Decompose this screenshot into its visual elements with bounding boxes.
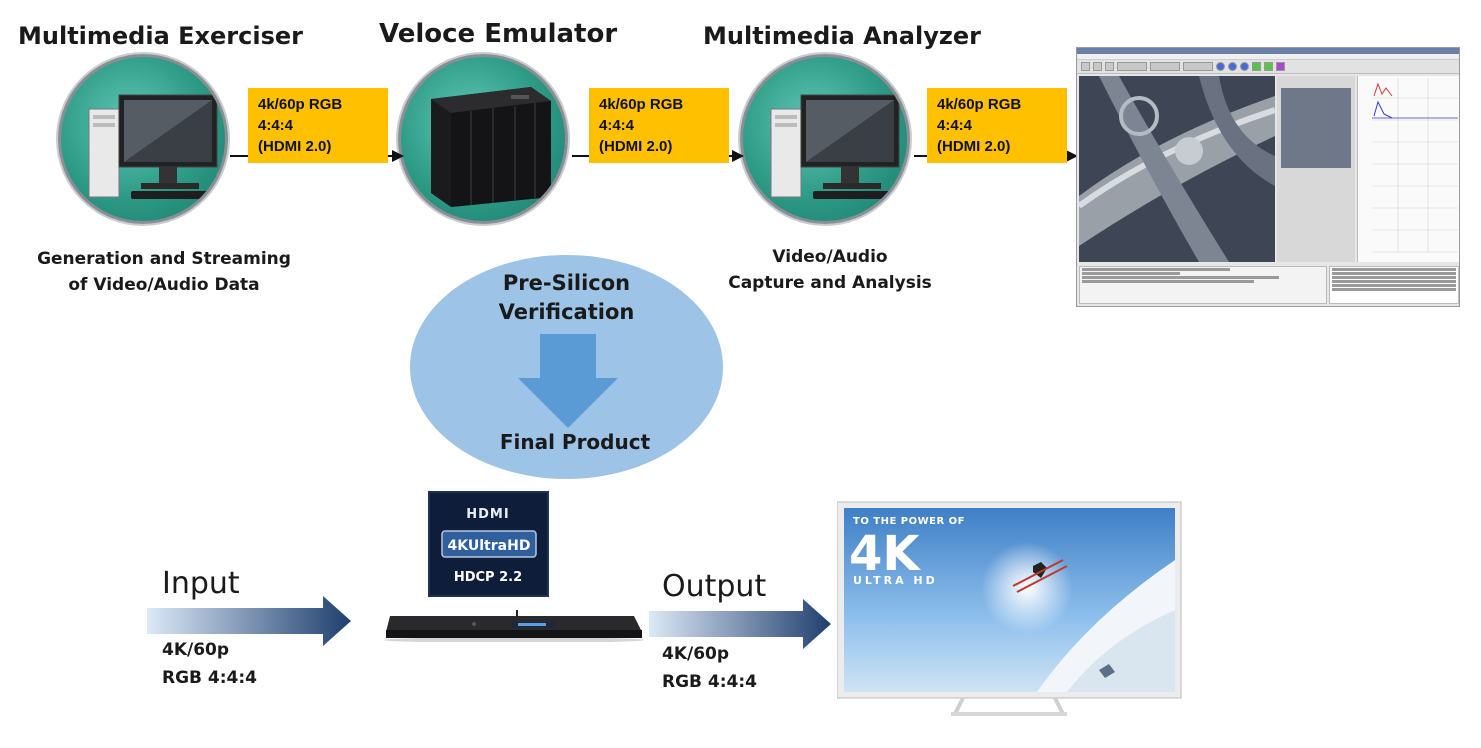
input-spec-color: RGB 4:4:4 [162,668,258,688]
input-spec: 4K/60p RGB 4:4:4 [162,636,257,692]
toolbar-button [1264,62,1273,71]
exerciser-caption-line1: Generation and Streaming [37,249,291,269]
connector-arrow-1 [392,150,404,162]
tv-tagline-top: TO THE POWER OF [853,516,965,527]
input-label: Input [162,566,240,601]
hdmi-logo-text: HDMI [466,507,509,522]
4k-television-icon: TO THE POWER OF 4K ULTRA HD [837,501,1182,716]
hdmi-4k-badge: HDMI 4KUltraHD HDCP 2.2 [428,491,549,597]
toolbar-button [1105,62,1114,71]
analyzer-software-screenshot [1076,47,1460,307]
final-product-label: Final Product [499,430,651,454]
signal-label-2-line1: 4k/60p RGB 4:4:4 [599,96,684,134]
exerciser-disk [58,54,228,224]
screenshot-titlebar [1077,48,1459,54]
signal-label-3-line2: (HDMI 2.0) [937,138,1011,155]
signal-label-3-line1: 4k/60p RGB 4:4:4 [937,96,1022,134]
toolbar-button [1081,62,1090,71]
signal-label-2-line2: (HDMI 2.0) [599,138,673,155]
analyzer-title: Multimedia Analyzer [703,22,981,50]
desktop-computer-icon [88,94,225,199]
screenshot-histograms [1357,76,1459,262]
signal-label-1-line2: (HDMI 2.0) [258,138,332,155]
emulator-title: Veloce Emulator [379,19,618,49]
tv-4k-text: 4K [849,526,921,582]
exerciser-caption: Generation and Streaming of Video/Audio … [28,246,300,298]
toolbar-button [1276,62,1285,71]
output-spec-resolution: 4K/60p [662,644,730,664]
exerciser-caption-line2: of Video/Audio Data [68,275,260,295]
toolbar-button [1150,62,1180,71]
hdmi-badge-graphic: HDMI 4KUltraHD HDCP 2.2 [441,507,537,585]
emulator-rack-icon [431,87,551,207]
analyzer-caption-line2: Capture and Analysis [728,273,932,293]
screenshot-toolbar [1077,60,1459,74]
histogram-graphs [1372,78,1458,253]
exerciser-title: Multimedia Exerciser [18,22,303,50]
video-frame-image [1079,76,1275,262]
set-top-box-icon [384,610,644,642]
signal-label-3: 4k/60p RGB 4:4:4 (HDMI 2.0) [927,88,1067,163]
emulator-disk [398,54,568,224]
toolbar-button [1093,62,1102,71]
toolbar-circle-button [1228,62,1237,71]
screenshot-zoom-view [1281,88,1351,168]
output-arrow-icon [649,599,831,649]
signal-label-2: 4k/60p RGB 4:4:4 (HDMI 2.0) [589,88,729,163]
output-label: Output [662,569,767,604]
input-arrow-icon [147,596,351,646]
connector-arrow-2 [732,150,744,162]
input-spec-resolution: 4K/60p [162,640,230,660]
analyzer-caption: Video/Audio Capture and Analysis [712,244,948,296]
analyzer-caption-line1: Video/Audio [772,247,888,267]
screenshot-menubar [1077,54,1459,60]
analyzer-disk [740,54,910,224]
desktop-computer-icon [770,94,907,199]
screenshot-video-frame [1079,76,1275,262]
signal-label-1-line1: 4k/60p RGB 4:4:4 [258,96,343,134]
signal-label-1: 4k/60p RGB 4:4:4 (HDMI 2.0) [248,88,388,163]
toolbar-circle-button [1240,62,1249,71]
toolbar-circle-button [1216,62,1225,71]
output-spec-color: RGB 4:4:4 [662,672,758,692]
screenshot-messages [1329,266,1459,304]
toolbar-button [1183,62,1213,71]
connector-arrow-3 [1066,150,1078,162]
toolbar-button [1252,62,1261,71]
hdcp-label: HDCP 2.2 [454,570,522,585]
uhd-logo-text: 4KUltraHD [448,538,531,554]
toolbar-button [1117,62,1147,71]
screenshot-data-tables [1079,266,1327,304]
output-spec: 4K/60p RGB 4:4:4 [662,640,757,696]
down-arrow-icon [518,334,618,428]
screenshot-pixel-panel [1277,76,1355,262]
verification-line2: Verification [498,300,635,324]
tv-tagline-bottom: ULTRA HD [853,574,938,587]
verification-line1: Pre-Silicon [502,271,631,295]
